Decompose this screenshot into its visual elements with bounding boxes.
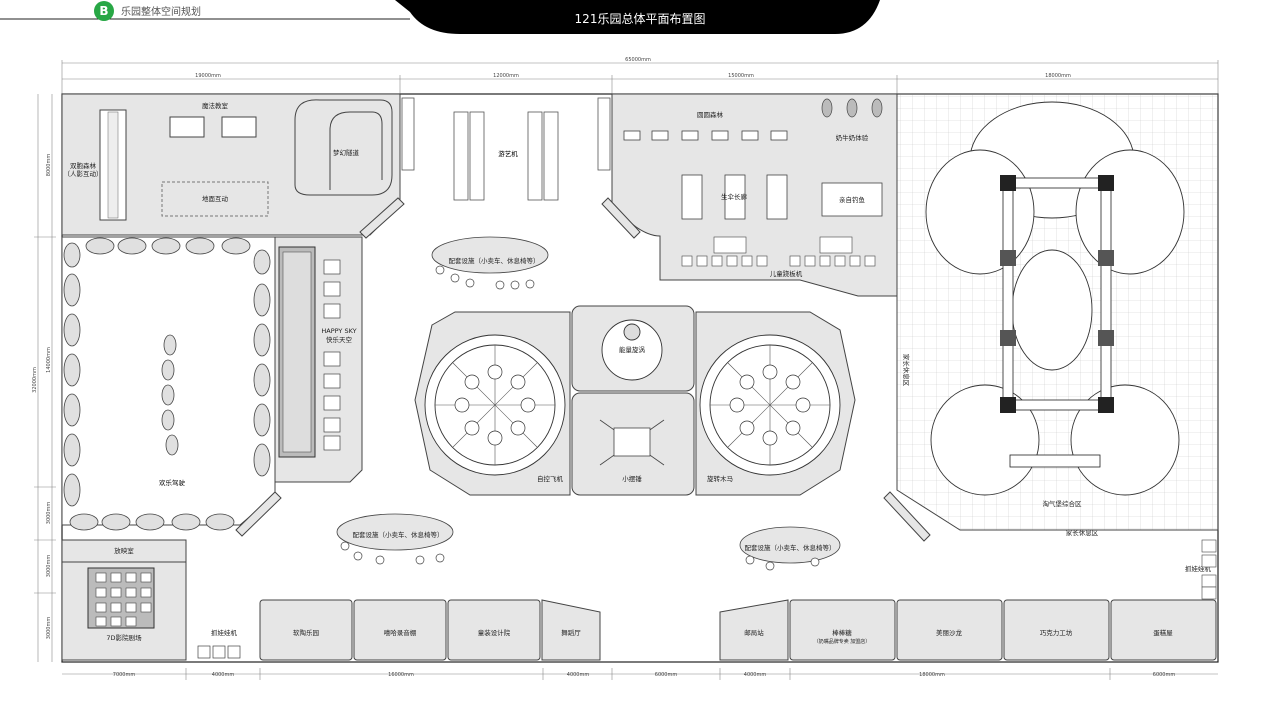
label-dance: 舞蹈厅 <box>561 628 581 637</box>
page-title: 121乐园总体平面布置图 <box>574 12 706 26</box>
claw-machines-right <box>1201 539 1217 600</box>
connector-paths <box>235 197 931 542</box>
castle-posts <box>1000 175 1114 413</box>
label-fishing: 亲自钓鱼 <box>839 195 866 204</box>
label-post: 邮局站 <box>744 628 764 637</box>
label-claw-left: 抓娃娃机 <box>211 628 238 637</box>
dimension-lines <box>34 60 1219 680</box>
label-parent-rest-h: 家长休息区 <box>1066 528 1099 537</box>
label-umbrella: 生伞长廊 <box>721 192 748 201</box>
label-twin-forest: 双胞森林 <box>70 161 97 170</box>
label-ground-interact: 地面互动 <box>202 194 229 203</box>
cinema-seats <box>95 572 152 627</box>
label-release-room: 放映室 <box>114 546 134 555</box>
dim-bottom-5: 6000mm <box>655 672 678 678</box>
label-facility-3: 配套设施（小卖车、休息椅等） <box>745 543 836 552</box>
label-pipe-sub: （奶嘴品牌专卖 加盟店） <box>814 638 871 645</box>
label-parent-rest-v: 家长休息区 <box>902 354 911 387</box>
dim-top-1: 19000mm <box>195 73 221 79</box>
facility-stools <box>340 265 820 571</box>
farm-boxes <box>623 130 883 220</box>
ride-seats <box>454 364 811 446</box>
label-happy-sky: HAPPY SKY <box>321 327 356 335</box>
label-pipe: 棒棒糖 <box>832 628 852 637</box>
label-twin-forest-sub: （人影互动） <box>64 169 103 178</box>
label-small-train: 小摆锤 <box>622 474 642 483</box>
label-naughty-castle: 淘气堡综合区 <box>1043 499 1083 508</box>
label-energy: 能量旋涡 <box>619 345 645 354</box>
label-clay: 软陶乐园 <box>293 628 319 637</box>
dim-left-total: 32000mm <box>32 367 38 393</box>
dim-bottom-2: 4000mm <box>212 672 235 678</box>
header-shape <box>0 0 1280 35</box>
label-facility-1: 配套设施（小卖车、休息椅等） <box>449 256 540 265</box>
label-claw-right: 抓娃娃机 <box>1185 564 1212 573</box>
dim-top-2: 12000mm <box>493 73 519 79</box>
label-milk-cow: 奶牛奶体验 <box>836 133 869 142</box>
dim-left-5: 3000mm <box>46 617 52 640</box>
dim-total: 65000mm <box>625 57 651 63</box>
label-arcade: 游艺机 <box>498 149 518 158</box>
magic-desk-1 <box>169 116 205 138</box>
dim-left-1: 8000mm <box>46 154 52 177</box>
arcade-machines <box>401 97 611 201</box>
label-beauty: 美丽沙龙 <box>936 628 963 637</box>
label-cake: 蛋糕屋 <box>1153 628 1173 637</box>
label-chocolate: 巧克力工坊 <box>1040 628 1073 637</box>
header-bar: B 乐园整体空间规划 121乐园总体平面布置图 <box>0 0 1280 36</box>
dim-bottom-7: 18000mm <box>919 672 945 678</box>
dimension-labels: 65000mm 19000mm 12000mm 15000mm 18000mm … <box>32 57 1175 678</box>
pendulum-frame <box>599 419 665 466</box>
dream-track-inner <box>329 111 383 190</box>
dim-bottom-1: 7000mm <box>113 672 136 678</box>
label-magic-class: 魔法教室 <box>202 101 229 110</box>
label-dub: 嘻哈录音棚 <box>384 628 417 637</box>
dim-left-2: 14000mm <box>46 347 52 373</box>
dim-top-4: 18000mm <box>1045 73 1071 79</box>
label-round-forest: 圆圆森林 <box>697 110 724 119</box>
ground-interact-area <box>161 181 269 217</box>
twin-forest-inner <box>107 111 119 219</box>
cow-figures <box>821 98 883 118</box>
bottom-shops <box>259 599 1217 661</box>
dream-track-path <box>294 99 393 196</box>
section-label: 乐园整体空间规划 <box>121 7 201 18</box>
happy-sky-seats <box>323 259 341 451</box>
dim-bottom-4: 4000mm <box>567 672 590 678</box>
dim-bottom-3: 16000mm <box>388 672 414 678</box>
dim-bottom-8: 6000mm <box>1153 672 1176 678</box>
dim-left-3: 3000mm <box>46 502 52 525</box>
label-flight: 自控飞机 <box>537 474 564 483</box>
label-fun-land: 欢乐驾驶 <box>159 478 186 487</box>
claw-machines-left <box>197 645 241 659</box>
dim-left-4: 3000mm <box>46 555 52 578</box>
label-dream-track: 梦幻隧道 <box>333 148 360 157</box>
rock-border <box>63 237 271 531</box>
label-cinema: 7D影院剧场 <box>106 633 142 642</box>
label-carousel: 旋转木马 <box>707 474 733 483</box>
happy-sky-inner <box>282 251 312 453</box>
section-badge: B <box>94 1 114 21</box>
magic-desk-2 <box>221 116 257 138</box>
label-kids-ride: 儿童跷板机 <box>770 269 803 278</box>
dim-top-3: 15000mm <box>728 73 754 79</box>
kids-ride-row <box>681 236 876 267</box>
facility-clusters <box>336 236 841 564</box>
label-happy-sky-cn: 快乐天空 <box>326 335 353 344</box>
label-costume: 童装设计院 <box>478 628 511 637</box>
dim-bottom-6: 4000mm <box>744 672 767 678</box>
label-facility-2: 配套设施（小卖车、休息椅等） <box>353 530 444 539</box>
